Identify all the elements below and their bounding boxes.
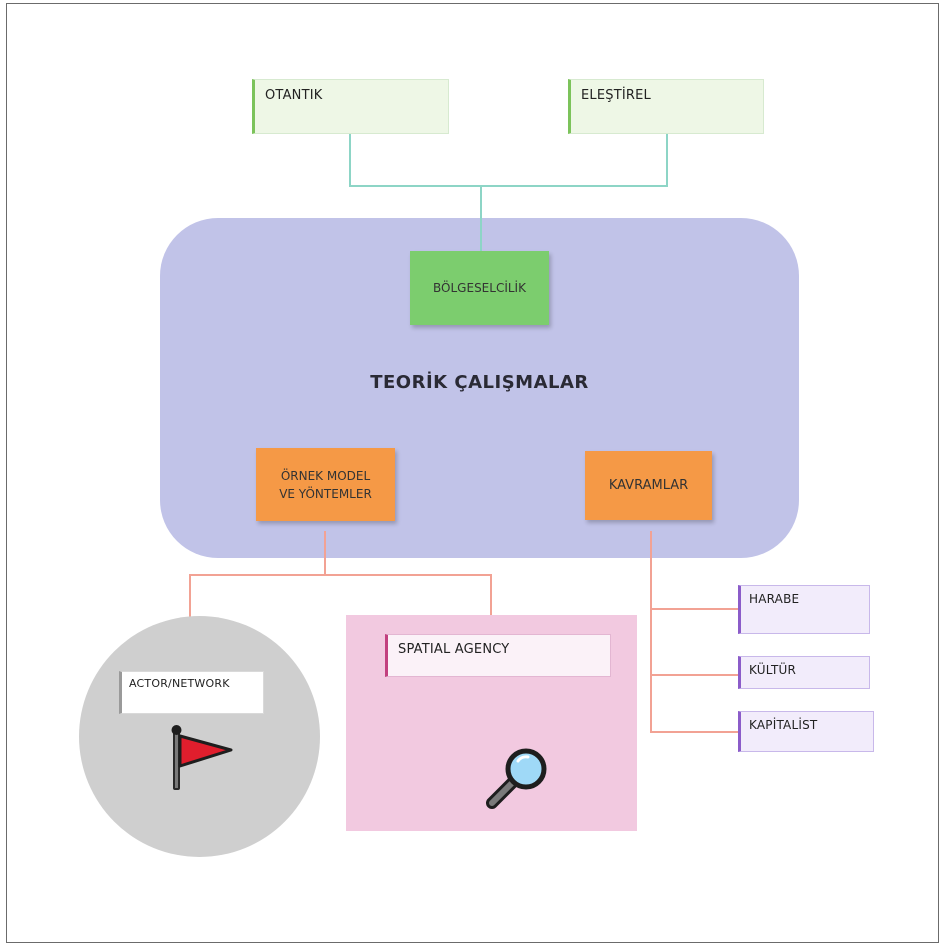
sticky-bolgeselcilik-label: BÖLGESELCİLİK	[433, 281, 526, 295]
concept-item-kapitalist-label: KAPİTALİST	[749, 718, 818, 732]
sticky-bolgeselcilik[interactable]: BÖLGESELCİLİK	[410, 251, 549, 325]
sticky-ornek-model-line2: VE YÖNTEMLER	[279, 486, 372, 501]
central-title: TEORİK ÇALIŞMALAR	[370, 372, 589, 393]
flag-icon	[171, 725, 233, 790]
note-actor-network[interactable]: ACTOR/NETWORK	[119, 671, 264, 714]
sticky-kavramlar-label: KAVRAMLAR	[608, 477, 689, 493]
connector-to-kultur	[650, 674, 738, 676]
sticky-ornek-model[interactable]: ÖRNEK MODEL VE YÖNTEMLER	[256, 448, 395, 521]
note-otantik[interactable]: OTANTIK	[252, 79, 449, 134]
sticky-ornek-model-line1: ÖRNEK MODEL	[280, 468, 371, 483]
concept-item-harabe-label: HARABE	[749, 592, 800, 606]
connector-top-stem-inner	[480, 218, 482, 251]
connector-to-kapitalist	[650, 731, 738, 733]
concept-item-kapitalist[interactable]: KAPİTALİST	[738, 711, 874, 752]
connector-to-circle	[189, 574, 191, 618]
connector-to-pink	[490, 574, 492, 616]
concept-item-kultur-label: KÜLTÜR	[749, 663, 797, 677]
note-spatial-agency[interactable]: SPATIAL AGENCY	[385, 634, 611, 677]
connector-kavramlar-down	[650, 531, 652, 732]
connector-to-harabe	[650, 608, 738, 610]
note-elestirel[interactable]: ELEŞTİREL	[568, 79, 764, 134]
note-elestirel-label: ELEŞTİREL	[581, 88, 651, 103]
connector-top-stem	[480, 185, 482, 219]
magnifier-icon	[486, 748, 547, 809]
note-actor-network-label: ACTOR/NETWORK	[129, 677, 230, 690]
connector-elestirel-down	[666, 134, 668, 186]
actor-network-circle	[79, 616, 320, 857]
note-spatial-agency-label: SPATIAL AGENCY	[398, 642, 510, 657]
concept-item-harabe[interactable]: HARABE	[738, 585, 870, 634]
connector-ornek-horizontal	[189, 574, 492, 576]
connector-ornek-down	[324, 531, 326, 575]
sticky-kavramlar[interactable]: KAVRAMLAR	[585, 451, 712, 520]
connector-top-horizontal	[349, 185, 668, 187]
note-otantik-label: OTANTIK	[265, 88, 323, 103]
concept-item-kultur[interactable]: KÜLTÜR	[738, 656, 870, 689]
connector-otantik-down	[349, 134, 351, 186]
